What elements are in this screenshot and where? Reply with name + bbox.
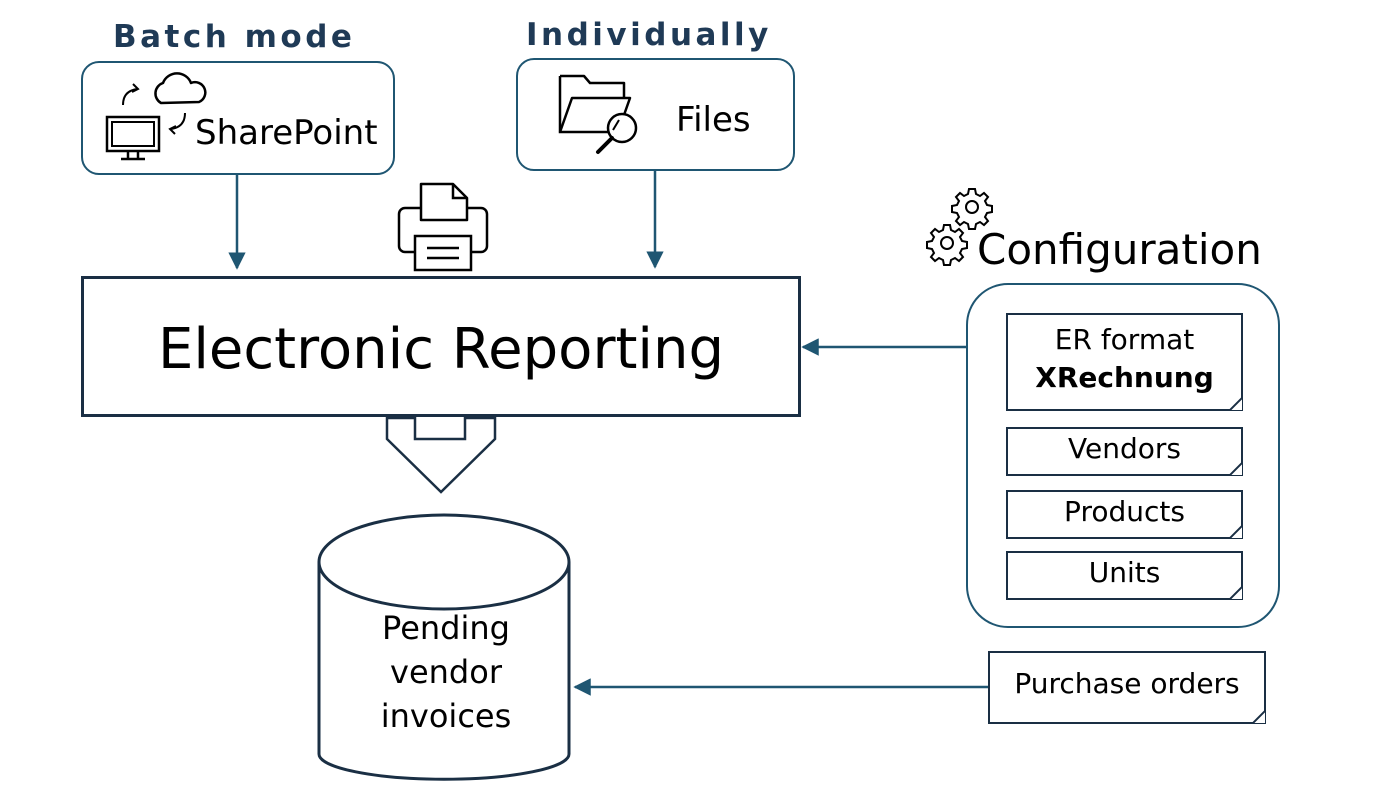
batch-mode-heading: Batch mode (113, 19, 356, 55)
gears-icon (926, 188, 993, 266)
page-fold-icon (1252, 710, 1266, 724)
page-fold-icon (1229, 525, 1243, 539)
configuration-title: Configuration (977, 225, 1262, 274)
page-fold-icon (1229, 397, 1243, 411)
sharepoint-source-box: SharePoint (81, 61, 395, 175)
purchase-orders-label: Purchase orders (1014, 667, 1240, 700)
vendors-label: Vendors (1068, 432, 1181, 465)
products-label: Products (1064, 495, 1185, 528)
er-format-label: ER format (1054, 323, 1195, 356)
xrechnung-label: XRechnung (1035, 361, 1214, 394)
printer-icon (397, 182, 489, 272)
files-label: Files (676, 100, 751, 140)
files-source-box: Files (516, 58, 795, 171)
sharepoint-label: SharePoint (195, 113, 378, 153)
pending-invoices-label: Pending vendor invoices (320, 606, 572, 738)
products-document: Products (1006, 490, 1243, 539)
units-label: Units (1088, 556, 1161, 589)
er-format-document: ER format XRechnung (1006, 313, 1243, 411)
pending-invoices-line: Pending (382, 609, 510, 647)
purchase-orders-document: Purchase orders (988, 651, 1266, 724)
pending-invoices-line: vendor (390, 653, 502, 691)
page-fold-icon (1229, 586, 1243, 600)
page-fold-icon (1229, 462, 1243, 476)
electronic-reporting-label: Electronic Reporting (157, 317, 725, 382)
electronic-reporting-box: Electronic Reporting (81, 276, 801, 417)
sharepoint-sync-icon (105, 72, 207, 161)
pending-invoices-line: invoices (380, 697, 512, 735)
folder-search-icon (558, 74, 638, 154)
individually-heading: Individually (526, 17, 772, 53)
vendors-document: Vendors (1006, 427, 1243, 476)
er-to-invoices-arrow (385, 416, 497, 494)
units-document: Units (1006, 551, 1243, 600)
pending-invoices-database (317, 513, 571, 781)
